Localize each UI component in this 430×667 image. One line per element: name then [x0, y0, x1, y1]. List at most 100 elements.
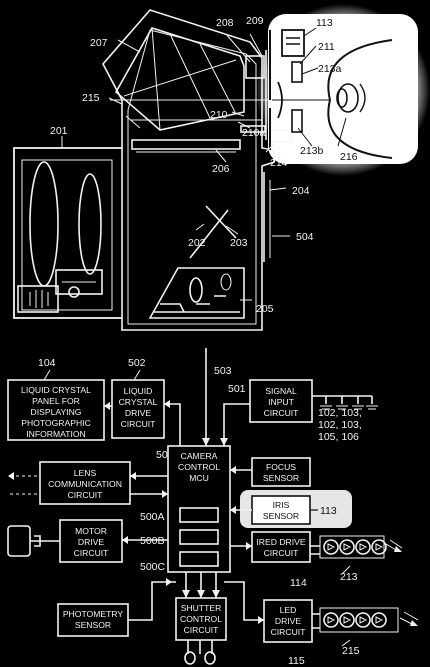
svg-text:COMMUNICATION: COMMUNICATION [48, 479, 122, 489]
svg-text:CIRCUIT: CIRCUIT [271, 627, 307, 637]
ref-114: 114 [290, 577, 307, 589]
led-drive-block: LED DRIVE CIRCUIT [263, 599, 313, 643]
label-207: 207 [90, 37, 108, 49]
mcu-port-500b [179, 529, 219, 545]
ired-led-array [319, 535, 403, 575]
af-lens [189, 277, 203, 303]
svg-text:PHOTOGRAPHIC: PHOTOGRAPHIC [21, 418, 91, 428]
main-mirror [189, 209, 229, 259]
svg-text:IRIS: IRIS [273, 500, 290, 510]
label-213a: 213a [318, 63, 342, 75]
ref-215: 215 [342, 645, 360, 657]
af-lens-small [220, 273, 232, 291]
svg-text:MOTOR: MOTOR [75, 526, 107, 536]
label-214: 214 [270, 157, 288, 169]
ref-500c: 500C [140, 561, 166, 573]
af-sensor-parts [154, 295, 240, 313]
ired-drive-block: IRED DRIVE CIRCUIT [251, 531, 311, 563]
eye-icon [327, 39, 393, 159]
svg-text:CIRCUIT: CIRCUIT [184, 625, 220, 635]
ref-502: 502 [128, 357, 146, 369]
svg-text:CAMERA: CAMERA [181, 451, 218, 461]
leader-lines [61, 33, 290, 301]
label-204: 204 [292, 185, 310, 197]
svg-text:CIRCUIT: CIRCUIT [264, 548, 300, 558]
svg-text:LIQUID CRYSTAL: LIQUID CRYSTAL [21, 385, 91, 395]
label-216: 216 [340, 151, 358, 163]
eyepiece-group [269, 29, 380, 150]
svg-text:CIRCUIT: CIRCUIT [74, 548, 110, 558]
ref-500a: 500A [140, 511, 165, 523]
label-203: 203 [230, 237, 248, 249]
svg-text:DRIVE: DRIVE [275, 616, 302, 626]
ref-102: 102, 103, [318, 407, 362, 419]
svg-text:SENSOR: SENSOR [263, 511, 299, 521]
lens-comm-block: LENS COMMUNICATION CIRCUIT [39, 461, 131, 505]
label-206: 206 [212, 163, 230, 175]
lens-inner [21, 159, 113, 311]
infrared-light [240, 125, 266, 133]
ref-sensors-1: 102, 103, [318, 419, 362, 431]
mcu-block: CAMERA CONTROL MCU [167, 445, 231, 573]
svg-text:DISPLAYING: DISPLAYING [31, 407, 82, 417]
svg-text:SENSOR: SENSOR [75, 620, 111, 630]
svg-text:MCU: MCU [189, 473, 209, 483]
ref-503: 503 [214, 365, 232, 377]
label-209: 209 [246, 15, 264, 27]
motor-drive-block: MOTOR DRIVE CIRCUIT [59, 519, 123, 563]
label-113: 113 [316, 17, 333, 29]
svg-text:INFORMATION: INFORMATION [26, 429, 86, 439]
camera-cross-section: 201 207 208 209 215 210 210a 206 214 204… [13, 4, 430, 331]
lens-gears [29, 281, 96, 308]
ref-104: 104 [38, 357, 56, 369]
label-215: 215 [82, 92, 100, 104]
leader-lines-dark [297, 27, 347, 147]
svg-text:IRED DRIVE: IRED DRIVE [256, 537, 305, 547]
label-208: 208 [216, 17, 234, 29]
ired-213a [291, 61, 303, 83]
mcu-port-500c [179, 551, 219, 567]
lens-element-2 [78, 173, 102, 275]
svg-text:DRIVE: DRIVE [125, 408, 152, 418]
lcd-panel-block: LIQUID CRYSTAL PANEL FOR DISPLAYING PHOT… [7, 379, 105, 441]
iris-sensor-block: IRIS SENSOR 113 [240, 490, 352, 528]
sub-mirror [205, 205, 237, 239]
svg-text:PHOTOMETRY: PHOTOMETRY [63, 609, 124, 619]
signal-lines [8, 348, 378, 665]
af-sensor-unit [148, 267, 245, 319]
iris-sensor-113 [281, 29, 305, 57]
label-213b: 213b [300, 145, 324, 157]
svg-text:SENSOR: SENSOR [263, 473, 299, 483]
ref-115: 115 [288, 655, 305, 667]
svg-text:SHUTTER: SHUTTER [181, 603, 222, 613]
ref-113: 113 [320, 505, 337, 517]
svg-text:CONTROL: CONTROL [180, 614, 222, 624]
label-202: 202 [188, 237, 206, 249]
photometry-block: PHOTOMETRY SENSOR [57, 603, 129, 637]
focus-sensor-block: FOCUS SENSOR [251, 457, 311, 487]
label-210a: 210a [242, 127, 266, 139]
motor-icon [7, 525, 60, 557]
control-block-diagram: 104 502 503 501 500 500A 500B 500C 114 1… [7, 348, 419, 667]
shutter-block: SHUTTER CONTROL CIRCUIT [175, 597, 227, 641]
lens-element-1 [29, 161, 59, 287]
eyepiece-housing [268, 129, 293, 143]
ref-501: 501 [228, 383, 246, 395]
svg-text:DRIVE: DRIVE [78, 537, 105, 547]
svg-text:CIRCUIT: CIRCUIT [264, 408, 300, 418]
ref-213: 213 [340, 571, 358, 583]
svg-text:PANEL FOR: PANEL FOR [32, 396, 80, 406]
lens-barrel [13, 147, 123, 319]
signal-input-block: SIGNAL INPUT CIRCUIT [249, 379, 313, 423]
vf-display [245, 55, 265, 79]
label-504: 504 [296, 231, 314, 243]
mcu-port-500a [179, 507, 219, 523]
focusing-screen [131, 139, 241, 150]
ref-sensors-2: 105, 106 [318, 431, 359, 443]
svg-text:CIRCUIT: CIRCUIT [121, 419, 157, 429]
svg-text:LED: LED [280, 605, 297, 615]
svg-text:CONTROL: CONTROL [178, 462, 220, 472]
label-211: 211 [318, 41, 335, 53]
camera-body-outline [13, 9, 275, 331]
